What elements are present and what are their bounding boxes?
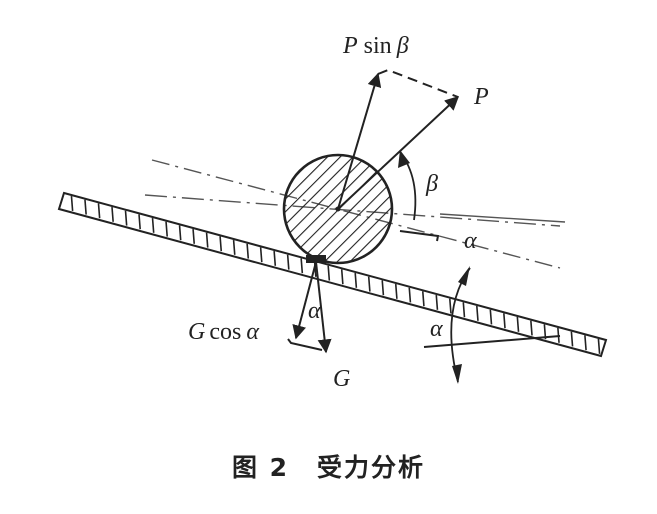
rail-tick — [448, 298, 452, 314]
figure-title: 受力分析 — [317, 453, 426, 482]
rail-tick — [367, 276, 371, 292]
rail-tick — [381, 280, 385, 296]
rail-tick — [435, 294, 439, 310]
rail-tick — [124, 210, 128, 226]
p-parallelogram-dashed — [377, 68, 459, 98]
rail-tick — [165, 221, 169, 237]
weight-vectors — [287, 261, 332, 354]
label-alpha-incline: α — [430, 316, 443, 342]
rail-tick — [84, 199, 87, 215]
label-g: G — [333, 366, 350, 392]
rail-tick — [286, 254, 290, 270]
rail-tick — [421, 291, 425, 307]
force-vectors — [337, 68, 460, 242]
rail-tick — [232, 239, 236, 255]
rail-tick — [273, 250, 277, 266]
rail-tick — [300, 258, 304, 274]
rail-tick — [408, 287, 412, 303]
rail-tick — [259, 247, 263, 263]
rail-tick — [327, 265, 331, 281]
rail-tick — [530, 320, 533, 336]
rail-tick — [476, 305, 479, 321]
rail-tick — [597, 338, 601, 354]
rail-tick — [394, 283, 398, 299]
rail-tick — [151, 217, 155, 233]
rail-tick — [138, 214, 141, 230]
force-g-arrow — [315, 261, 332, 354]
label-alpha-bottom: α — [308, 298, 321, 324]
rail-tick — [70, 195, 74, 211]
incline-angle-lines — [423, 266, 561, 384]
figure-caption: 图 2 受力分析 — [0, 448, 657, 484]
figure-number: 图 2 — [231, 453, 290, 482]
label-p: P — [473, 84, 489, 110]
label-beta: β — [425, 171, 438, 197]
rail-tick — [584, 335, 587, 351]
rail-tick — [219, 236, 223, 252]
rail-tick — [516, 316, 520, 332]
beta-reference-bracket — [399, 230, 440, 242]
force-p-sin-beta-arrow — [337, 72, 382, 210]
g-component-bracket — [287, 338, 323, 351]
rail-tick — [246, 243, 250, 259]
rail-tick — [354, 272, 358, 288]
rail-tick — [340, 269, 344, 285]
force-g-cos-alpha-arrow — [292, 261, 317, 340]
rail-tick — [111, 206, 114, 222]
rail-tick — [503, 313, 506, 329]
force-p-arrow — [337, 96, 460, 210]
rail-tick — [570, 331, 574, 347]
rail-tick — [462, 302, 466, 318]
rail-tick — [192, 228, 196, 244]
rail-tick — [178, 225, 182, 241]
rail-tick — [97, 203, 101, 219]
rail-tick — [205, 232, 209, 248]
label-alpha-right: α — [464, 228, 477, 254]
rail-tick — [489, 309, 493, 325]
